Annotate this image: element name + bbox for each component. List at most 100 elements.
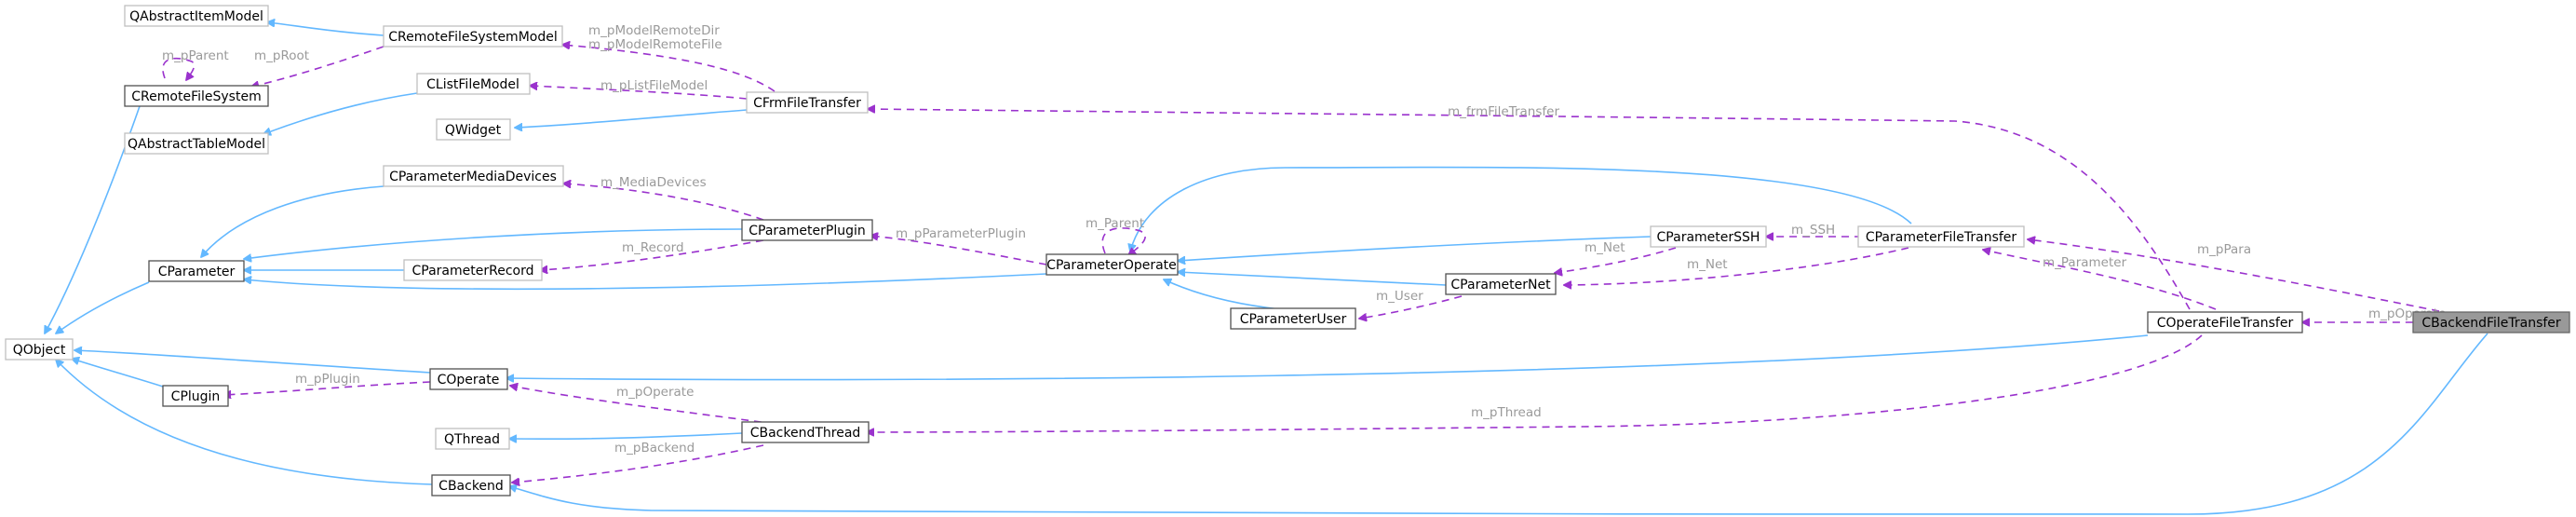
node-label-clistfilemodel: CListFileModel (426, 77, 519, 92)
label-m-poperate-2: m_pOperate (616, 385, 694, 400)
edge-cparameteroperate-self-m-parent (1101, 227, 1146, 255)
node-cbackendfiletransfer[interactable]: CBackendFileTransfer (2412, 311, 2570, 333)
label-m-net-2: m_Net (1687, 257, 1728, 272)
node-label-cplugin: CPlugin (171, 389, 221, 404)
edge-cfrmfiletransfer-to-clistfilemodel (530, 86, 748, 100)
node-label-qabstractitemmodel: QAbstractItemModel (129, 9, 263, 24)
edge-cparameterfiletransfer-to-cparameternet (1564, 247, 1909, 285)
edge-cparameterplugin-to-cparametermediadevices (563, 184, 764, 221)
edges (45, 22, 2488, 515)
node-label-cbackendthread: CBackendThread (750, 426, 861, 441)
edge-cremotefilesystemmodel-to-cremotefilesystem (251, 46, 384, 87)
node-cbackend[interactable]: CBackend (431, 474, 511, 497)
node-cplugin[interactable]: CPlugin (162, 385, 229, 407)
label-m-pmodelremotefile: m_pModelRemoteFile (588, 37, 722, 52)
node-qabstracttablemodel[interactable]: QAbstractTableModel (124, 132, 269, 155)
node-label-cparameteroperate: CParameterOperate (1046, 258, 1177, 273)
node-label-cparameternet: CParameterNet (1450, 278, 1551, 293)
label-m-plistfilemodel: m_pListFileModel (600, 78, 708, 93)
node-label-qwidget: QWidget (445, 123, 502, 138)
node-cparameterrecord[interactable]: CParameterRecord (403, 259, 543, 281)
node-cremotefilesystemmodel[interactable]: CRemoteFileSystemModel (383, 25, 563, 48)
node-label-cparametermediadevices: CParameterMediaDevices (389, 170, 557, 184)
node-label-cparameterssh: CParameterSSH (1657, 230, 1760, 245)
edge-coperate-to-cplugin (223, 381, 431, 395)
edge-coperate-inherits-qobject (74, 350, 431, 374)
node-label-qobject: QObject (13, 343, 66, 358)
edge-cfrmfiletransfer-to-cremotefilesystemmodel (562, 45, 775, 92)
node-label-qthread: QThread (444, 432, 500, 447)
label-m-parameter: m_Parameter (2043, 255, 2127, 270)
node-cparameteruser[interactable]: CParameterUser (1230, 307, 1356, 330)
node-coperate[interactable]: COperate (429, 368, 508, 390)
node-label-cparameterfiletransfer: CParameterFileTransfer (1866, 230, 2017, 245)
node-qthread[interactable]: QThread (435, 428, 510, 450)
edge-cparameternet-inherits-cparameteroperate (1178, 272, 1447, 286)
edge-cplugin-inherits-qobject (72, 359, 164, 388)
edge-cparameterplugin-inherits-cparameter (244, 228, 743, 259)
node-cparameteroperate[interactable]: CParameterOperate (1045, 253, 1179, 276)
edge-cbackend-inherits-qobject (56, 360, 433, 485)
nodes: QAbstractItemModel CRemoteFileSystemMode… (5, 5, 2570, 497)
edge-cremotefilesystemmodel-inherits-qabstractitemmodel (267, 22, 384, 36)
label-m-pthread: m_pThread (1471, 405, 1542, 420)
node-label-coperate: COperate (438, 373, 500, 388)
node-qwidget[interactable]: QWidget (436, 118, 511, 141)
edge-cparametermediadevices-inherits-cparameter (201, 185, 384, 257)
label-m-mediadevices: m_MediaDevices (600, 175, 707, 190)
node-label-cremotefilesystem: CRemoteFileSystem (131, 89, 261, 104)
label-m-pparameterplugin: m_pParameterPlugin (896, 226, 1026, 241)
node-clistfilemodel[interactable]: CListFileModel (416, 73, 531, 95)
node-coperatefiletransfer[interactable]: COperateFileTransfer (2147, 311, 2303, 333)
label-m-proot: m_pRoot (254, 48, 309, 63)
edge-cparameterfiletransfer-inherits-cparameteroperate (1130, 166, 1912, 252)
node-label-qabstracttablemodel: QAbstractTableModel (128, 137, 265, 152)
edge-cbackendfiletransfer-to-cparameterfiletransfer (2028, 239, 2440, 312)
node-cbackendthread[interactable]: CBackendThread (741, 421, 870, 443)
node-qobject[interactable]: QObject (5, 338, 74, 361)
node-label-cbackend: CBackend (438, 479, 504, 494)
node-label-cbackendfiletransfer: CBackendFileTransfer (2421, 316, 2561, 331)
node-cparameterplugin[interactable]: CParameterPlugin (741, 219, 873, 241)
label-m-record: m_Record (622, 240, 684, 255)
edge-cbackendthread-to-coperate (510, 386, 775, 425)
node-label-cparameteruser: CParameterUser (1240, 312, 1347, 327)
node-cparameterssh[interactable]: CParameterSSH (1650, 225, 1767, 248)
node-cfrmfiletransfer[interactable]: CFrmFileTransfer (746, 91, 869, 114)
edge-cparameterssh-inherits-cparameteroperate (1178, 236, 1652, 261)
label-m-ssh: m_SSH (1791, 223, 1835, 238)
label-m-user: m_User (1376, 289, 1423, 304)
label-m-pmodelremotedir: m_pModelRemoteDir (588, 23, 720, 38)
node-cparameternet[interactable]: CParameterNet (1445, 273, 1557, 295)
node-label-coperatefiletransfer: COperateFileTransfer (2157, 316, 2294, 331)
node-label-cparameter: CParameter (158, 265, 236, 279)
node-cparameterfiletransfer[interactable]: CParameterFileTransfer (1857, 225, 2025, 248)
edge-coperatefiletransfer-to-cparameterfiletransfer (1983, 250, 2217, 310)
edge-labels: m_pParent m_pRoot m_pModelRemoteDir m_pM… (162, 23, 2446, 456)
edge-cremotefilesystem-self-m-pparent (162, 57, 196, 80)
edge-cparameterssh-to-cparameternet (1555, 247, 1677, 273)
node-label-cfrmfiletransfer: CFrmFileTransfer (753, 96, 861, 111)
label-m-parent: m_Parent (1086, 216, 1144, 231)
node-cparameter[interactable]: CParameter (148, 260, 245, 282)
node-label-cparameterplugin: CParameterPlugin (749, 224, 865, 238)
edge-cbackendfiletransfer-inherits-cbackend (509, 333, 2488, 515)
edge-cbackendthread-to-cbackend (512, 444, 764, 483)
edge-clistfilemodel-inherits-qabstracttablemodel (263, 92, 418, 134)
node-cremotefilesystem[interactable]: CRemoteFileSystem (124, 85, 269, 107)
label-m-pplugin: m_pPlugin (295, 372, 360, 387)
edge-cparameternet-to-cparameteruser (1359, 295, 1463, 319)
label-m-pbackend: m_pBackend (614, 441, 695, 456)
node-cparametermediadevices[interactable]: CParameterMediaDevices (383, 165, 564, 187)
label-m-net: m_Net (1585, 240, 1625, 255)
node-qabstractitemmodel[interactable]: QAbstractItemModel (124, 5, 269, 27)
edge-cfrmfiletransfer-inherits-qwidget (515, 109, 748, 128)
label-m-pparent: m_pParent (162, 48, 229, 63)
edge-coperatefiletransfer-inherits-coperate (506, 334, 2149, 380)
node-label-cparameterrecord: CParameterRecord (412, 264, 534, 279)
edge-cbackendthread-inherits-qthread (509, 432, 743, 439)
node-label-cremotefilesystemmodel: CRemoteFileSystemModel (388, 30, 557, 45)
edge-cparameteroperate-to-cparameterplugin (870, 236, 1047, 265)
edge-cparameteroperate-inherits-cparameter (244, 273, 1047, 291)
